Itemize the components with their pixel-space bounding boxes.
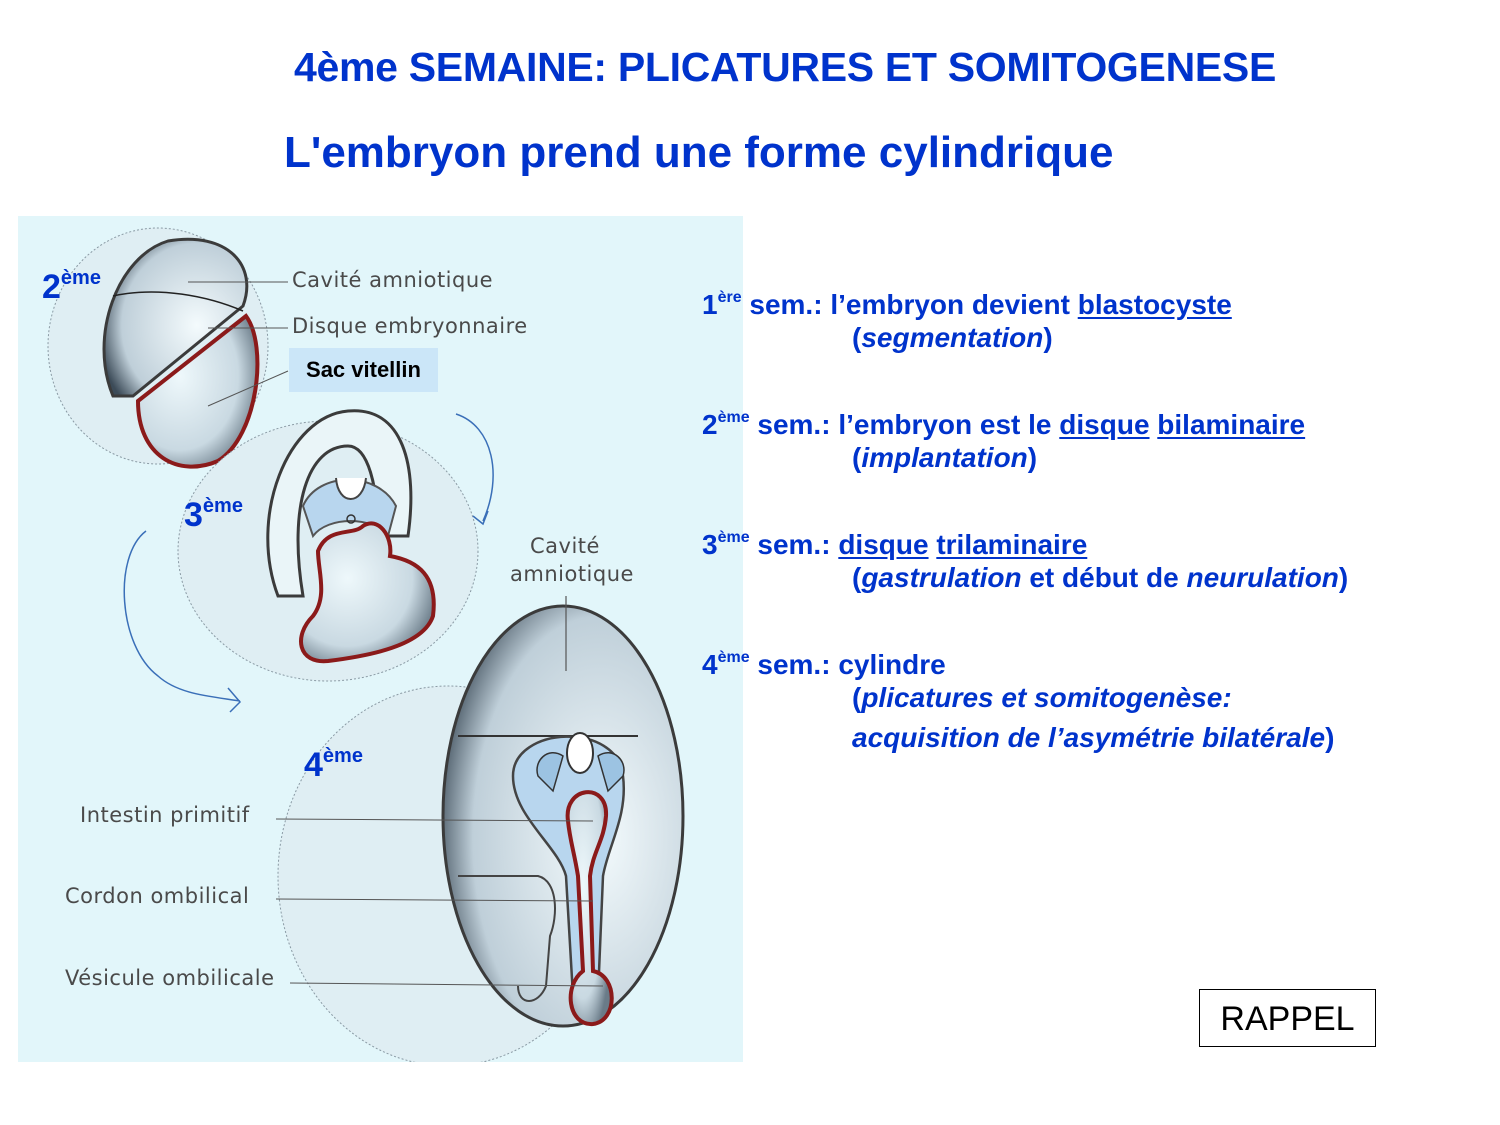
recap-entry-week-3: 3ème sem.: disque trilaminaire (gastrula… <box>702 518 1482 598</box>
week-number: 1 <box>702 289 718 320</box>
week-label-4: 4ème <box>304 745 363 784</box>
progression-arrows <box>123 413 494 713</box>
recap-text: sem.: l’embryon devient <box>741 289 1078 320</box>
recap-entry-week-2: 2ème sem.: l’embryon est le disque bilam… <box>702 398 1482 478</box>
label-cordon-ombilical: Cordon ombilical <box>65 884 250 908</box>
week-label-2: 2ème <box>42 267 101 306</box>
paren: ( <box>852 562 862 593</box>
week-ordinal: ème <box>717 649 750 666</box>
weekly-recap-list: 1ère sem.: l’embryon devient blastocyste… <box>702 278 1482 798</box>
paren: ( <box>852 322 862 353</box>
embryo-week-4-drawing <box>275 596 685 1062</box>
recap-entry-week-4: 4ème sem.: cylindre (plicatures et somit… <box>702 638 1482 758</box>
recap-text: sem.: <box>749 529 839 560</box>
label-cavite-amniotique-mid-1: Cavité <box>530 534 600 558</box>
label-vesicule-ombilicale: Vésicule ombilicale <box>65 966 275 990</box>
recap-text: et début de <box>1021 562 1187 593</box>
process-gastrulation: gastrulation <box>861 562 1022 593</box>
week-number: 4 <box>702 649 718 680</box>
paren: ( <box>852 682 862 713</box>
key-term-disque: disque <box>1059 409 1150 440</box>
recap-text: sem.: l’embryon est le <box>749 409 1060 440</box>
arrow-week2-to-week3-icon <box>455 413 494 526</box>
key-term-blastocyste: blastocyste <box>1077 289 1232 320</box>
key-term-disque: disque <box>838 529 929 560</box>
process-segmentation: segmentation <box>861 322 1044 353</box>
embryo-diagram-illustration <box>47 227 685 1062</box>
slide-title: 4ème SEMAINE: PLICATURES ET SOMITOGENESE <box>293 44 1277 90</box>
label-disque-embryonnaire: Disque embryonnaire <box>292 314 528 338</box>
label-sac-vitellin: Sac vitellin <box>289 348 438 392</box>
week-number: 2 <box>702 409 718 440</box>
rappel-badge: RAPPEL <box>1199 989 1376 1047</box>
recap-entry-week-1: 1ère sem.: l’embryon devient blastocyste… <box>702 278 1482 358</box>
process-asymetrie-bilaterale: acquisition de l’asymétrie bilatérale <box>852 722 1326 753</box>
label-cavite-amniotique-top: Cavité amniotique <box>292 268 494 292</box>
process-plicatures-somitogenese: plicatures et somitogenèse: <box>861 682 1232 713</box>
week-ordinal: ème <box>717 529 750 546</box>
process-neurulation: neurulation <box>1186 562 1339 593</box>
week-number: 3 <box>702 529 718 560</box>
label-intestin-primitif: Intestin primitif <box>80 803 250 827</box>
paren: ) <box>1325 722 1335 753</box>
week-label-3: 3ème <box>184 495 243 534</box>
arrow-week3-to-week4-icon <box>123 530 242 713</box>
process-implantation: implantation <box>861 442 1028 473</box>
embryo-week-3-drawing <box>177 409 479 682</box>
embryo-figure-panel: Cavité amniotique Disque embryonnaire Sa… <box>18 216 743 1062</box>
slide-subtitle: L'embryon prend une forme cylindrique <box>284 128 1114 177</box>
label-cavite-amniotique-mid-2: amniotique <box>510 562 634 586</box>
recap-text: sem.: cylindre <box>749 649 946 680</box>
week-ordinal: ème <box>717 409 750 426</box>
key-term-bilaminaire: bilaminaire <box>1157 409 1306 440</box>
paren: ) <box>1338 562 1349 593</box>
paren: ) <box>1027 442 1038 473</box>
embryo-week-2-drawing <box>47 227 289 469</box>
paren: ) <box>1043 322 1053 353</box>
paren: ( <box>852 442 862 473</box>
key-term-trilaminaire: trilaminaire <box>936 529 1088 560</box>
week-ordinal: ère <box>717 289 742 306</box>
